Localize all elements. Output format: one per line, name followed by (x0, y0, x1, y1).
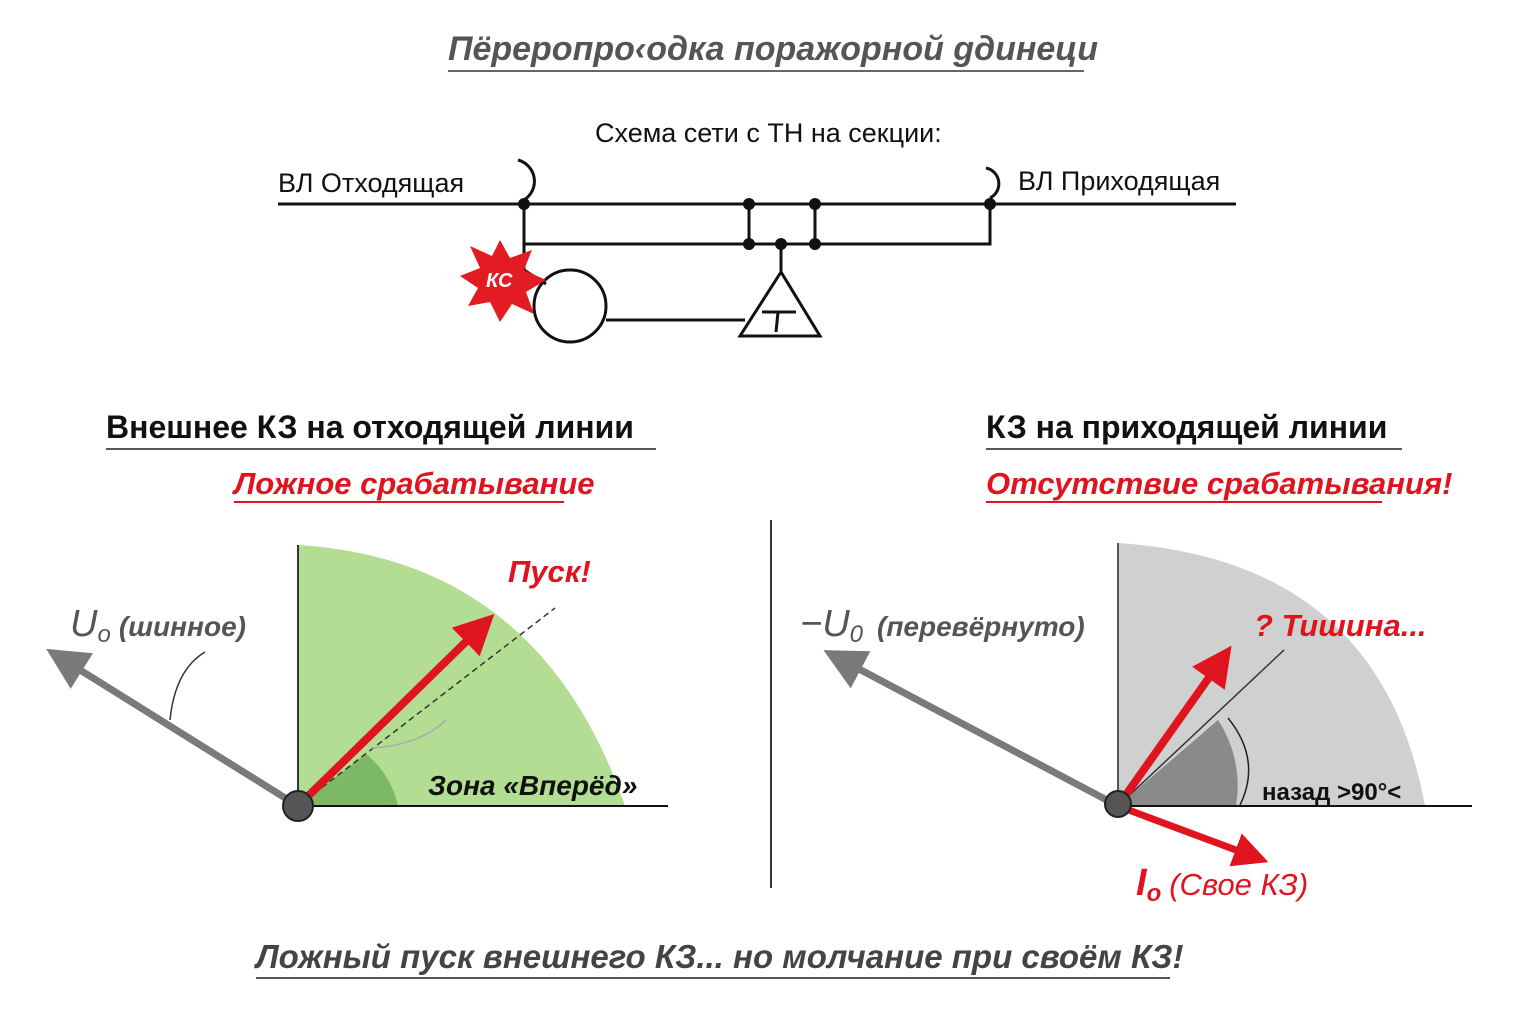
i0-label: Io(Свое КЗ) (1136, 862, 1308, 907)
back-sector (1118, 720, 1238, 806)
network-scheme: Схема сети с ТН на секции: ВЛ Отходящая … (278, 118, 1236, 344)
line-left-label: ВЛ Отходящая (278, 168, 464, 198)
forward-zone (298, 545, 625, 806)
footer-caption: Ложный пуск внешнего КЗ... но молчание п… (254, 938, 1183, 975)
origin-point (282, 790, 314, 822)
minus-u0-vector (823, 650, 1120, 810)
u0-vector (46, 648, 300, 809)
i0-own-fault-vector (1116, 802, 1269, 867)
origin-point (1104, 790, 1132, 818)
reference-vector (1114, 645, 1232, 809)
right-heading: КЗ на приходящей линии (986, 409, 1387, 445)
right-phasor-diagram: −U0(перевёрнуто) ? Тишина... назад >90°<… (800, 543, 1472, 907)
start-label: Пуск! (508, 554, 591, 589)
back-angle-label: назад >90°< (1262, 779, 1401, 806)
angle-sector (298, 754, 398, 806)
right-u0-label: −U0(перевёрнуто) (800, 603, 1085, 648)
left-phasor-diagram: Uo(шинное) Пуск! Зона «Вперёд» (46, 545, 668, 822)
right-subheading: Отсутствие срабатывания! (986, 466, 1453, 501)
silence-label: ? Тишина... (1254, 608, 1427, 643)
fault-badge: КС (486, 270, 513, 292)
i0-vector (295, 614, 495, 809)
left-u0-label: Uo(шинное) (70, 603, 246, 648)
left-subheading: Ложное срабатывание (232, 466, 595, 501)
left-heading: Внешнее КЗ на отходящей линии (106, 409, 634, 445)
fault-burst-icon: КС (460, 240, 546, 322)
scheme-caption: Схема сети с ТН на секции: (595, 118, 942, 148)
line-right-label: ВЛ Приходящая (1018, 166, 1220, 196)
zone-forward-label: Зона «Вперёд» (428, 770, 637, 801)
page-title: Пёреропро‹одка поражорной gдинеци (448, 30, 1098, 68)
